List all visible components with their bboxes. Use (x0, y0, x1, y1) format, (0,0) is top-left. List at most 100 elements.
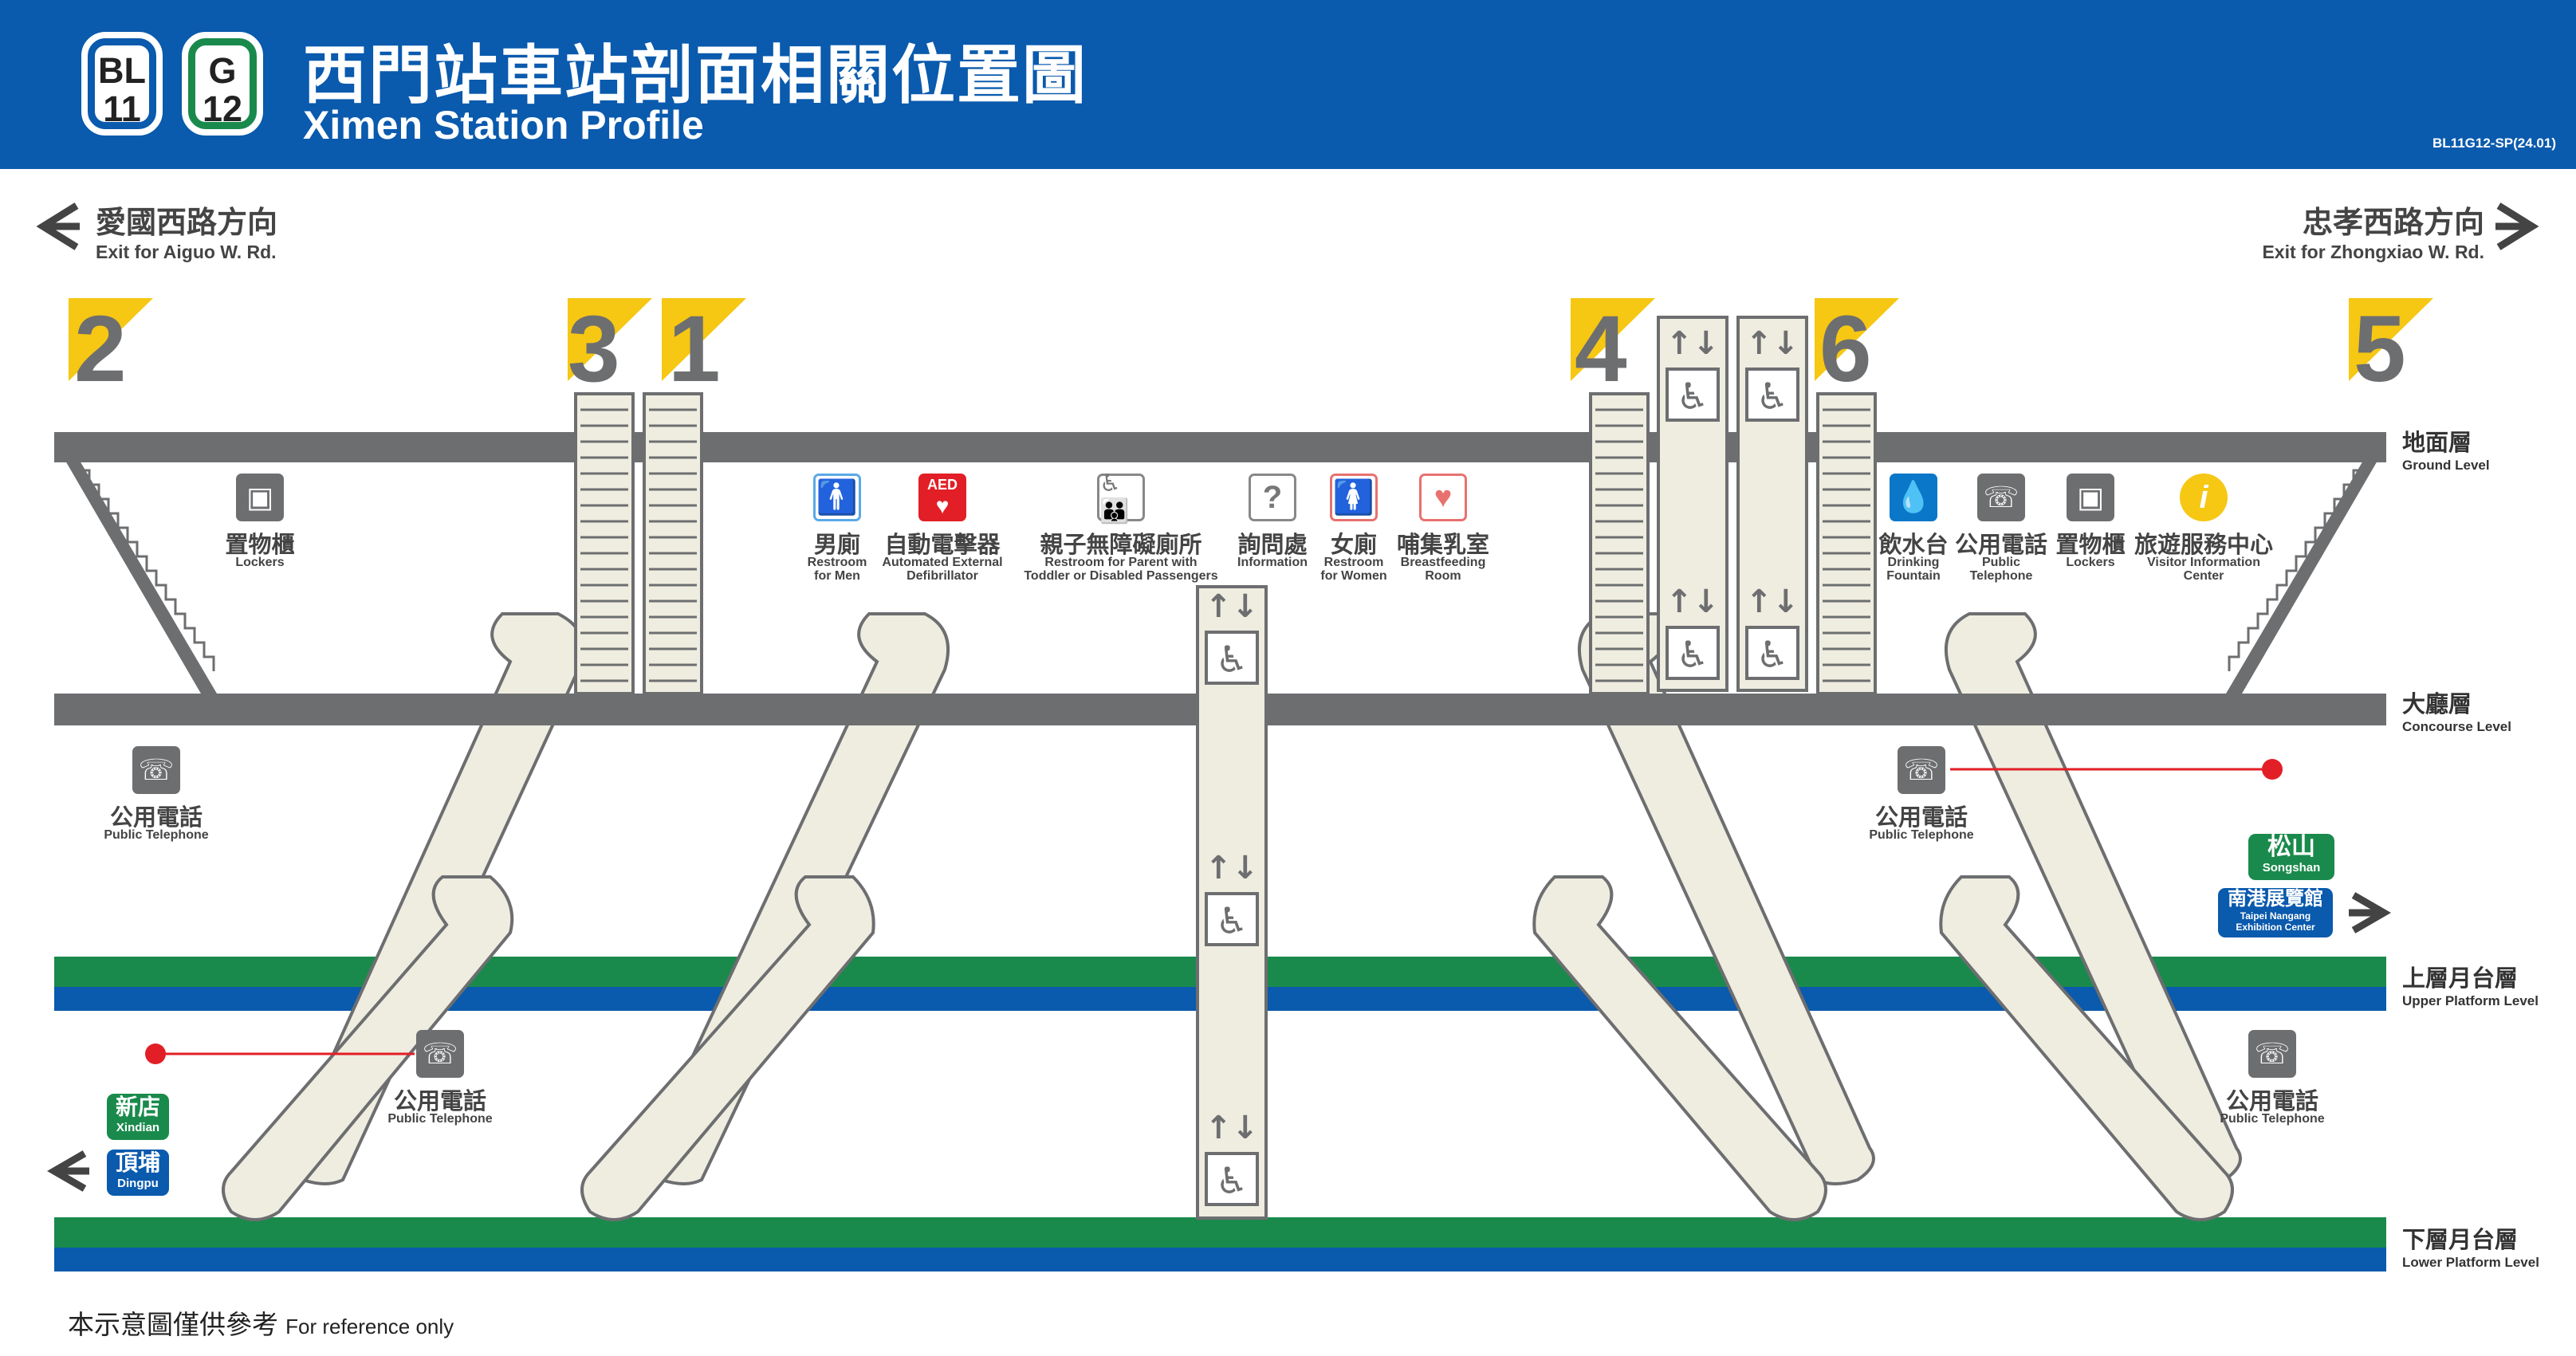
right-arrow-icon (2495, 202, 2539, 250)
escalator (222, 875, 514, 1221)
level-label-en: Lower Platform Level (2402, 1255, 2539, 1270)
svg-text:♿: ♿ (1215, 638, 1248, 681)
breastfeeding-room-label: 哺集乳室 (1396, 533, 1489, 558)
telephone-label: 公用電話 (1954, 533, 2047, 558)
page-subtitle: Ximen Station Profile (303, 103, 704, 147)
svg-text:↑↓: ↑↓ (1745, 325, 1799, 362)
visitor-information-icon: i (2180, 474, 2228, 521)
svg-text:↑↓: ↑↓ (1205, 588, 1258, 625)
level-label: 大廳層 (2402, 692, 2472, 717)
women-restroom-label: 女廁 (1330, 533, 1377, 558)
information-label: 詢問處 (1237, 533, 1308, 558)
escalators (222, 612, 2242, 1221)
exit-number: 2 (74, 297, 127, 402)
svg-text:♿: ♿ (1756, 633, 1788, 676)
level-lower-platform: 下層月台層 Lower Platform Level (2402, 1221, 2539, 1271)
svg-text:↑↓: ↑↓ (1205, 850, 1258, 886)
disclaimer: 本示意圖僅供參考 For reference only (68, 1303, 454, 1342)
left-arrow-icon (47, 1150, 89, 1192)
direction-right: 忠孝西路方向 Exit for Zhongxiao W. Rd. (2262, 198, 2484, 263)
direction-label-en: Exit for Zhongxiao W. Rd. (2262, 242, 2484, 262)
level-label-en: Ground Level (2402, 458, 2490, 473)
direction-label: 愛國西路方向 (96, 206, 278, 240)
escalator (580, 875, 875, 1221)
staircases (574, 392, 1877, 695)
men-restroom-label: 男廁 (813, 533, 860, 558)
ground-level-slab (54, 432, 2386, 462)
svg-text:↑↓: ↑↓ (1666, 325, 1719, 362)
direction-label: 忠孝西路方向 (2302, 206, 2484, 240)
visitor-center-label: 旅遊服務中心 (2134, 533, 2273, 558)
svg-text:↑↓: ↑↓ (1205, 1110, 1258, 1146)
svg-text:♿: ♿ (1215, 1159, 1248, 1202)
exit-number: 4 (1575, 297, 1627, 402)
exit-number: 6 (1819, 297, 1872, 402)
lockers-label-en: Lockers (235, 556, 285, 569)
telephone-label-en: Public Telephone (1869, 828, 1974, 842)
exit-number: 5 (2354, 297, 2406, 402)
escalator (1939, 875, 2234, 1221)
destination-songshan: 松山 Songshan (2248, 834, 2334, 880)
level-concourse: 大廳層 Concourse Level (2402, 686, 2511, 735)
badge-station-number: 11 (103, 88, 141, 129)
svg-text:↑↓: ↑↓ (1745, 584, 1799, 620)
destination-xindian: 新店 Xindian (107, 1094, 169, 1140)
svg-text:♿: ♿ (1215, 899, 1248, 942)
telephone-label: 公用電話 (1874, 805, 1968, 831)
badge-line-code: BL (98, 50, 146, 91)
direction-label-en: Exit for Aiguo W. Rd. (96, 242, 277, 262)
drinking-fountain-icon: 💧 (1890, 474, 1937, 521)
elevator-markers: ↑↓♿ ↑↓♿ ↑↓♿ ↑↓♿ ↑↓♿ ↑↓♿ ↑↓♿ (1205, 325, 1799, 1206)
svg-text:↑↓: ↑↓ (1666, 584, 1719, 620)
left-arrow-icon (36, 202, 80, 250)
aed-icon: AED♥ (918, 474, 966, 521)
lockers-label-en: Lockers (2066, 556, 2115, 569)
map-code: BL11G12-SP(24.01) (2432, 136, 2556, 151)
level-ground: 地面層 Ground Level (2402, 424, 2490, 474)
telephone-label-en: Public Telephone (2220, 1112, 2325, 1126)
svg-text:♿: ♿ (1756, 375, 1788, 418)
exit-flags (69, 298, 2433, 381)
exit-number: 1 (668, 297, 721, 402)
telephone-label-en: Public Telephone (387, 1112, 493, 1126)
breastfeeding-room-icon: ♥ (1419, 474, 1467, 521)
svg-text:♿: ♿ (1676, 633, 1709, 676)
information-label-en: Information (1237, 556, 1308, 569)
lower-platform-band (54, 1217, 2386, 1271)
family-restroom-icon: ♿👪 (1097, 470, 1145, 525)
line-badge-bl11: BL 11 (81, 32, 163, 136)
telephone-icon: ☏ (132, 746, 180, 794)
drinking-fountain-label: 飲水台 (1878, 533, 1949, 558)
header-bar: BL 11 G 12 西門站車站剖面相關位置圖 Ximen Station Pr… (0, 0, 2576, 169)
telephone-icon: ☏ (1977, 474, 2025, 521)
telephone-icon: ☏ (2248, 1030, 2296, 1078)
red-location-markers (145, 759, 2283, 1064)
telephone-icon: ☏ (416, 1030, 464, 1078)
direction-arrows (36, 202, 2539, 1192)
level-upper-platform: 上層月台層 Upper Platform Level (2402, 960, 2539, 1009)
badge-station-number: 12 (202, 88, 243, 129)
telephone-label: 公用電話 (393, 1089, 486, 1114)
level-label: 下層月台層 (2402, 1228, 2519, 1253)
right-arrow-icon (2349, 892, 2391, 933)
men-restroom-icon: 🚹 (813, 474, 861, 521)
destination-dingpu: 頂埔 Dingpu (107, 1150, 169, 1196)
badge-line-code: G (208, 50, 237, 91)
disclaimer-zh: 本示意圖僅供參考 (68, 1310, 278, 1339)
page-title: 西門站車站剖面相關位置圖 (303, 40, 1087, 111)
locker-icon: ▣ (2067, 474, 2114, 521)
telephone-icon: ☏ (1898, 746, 1945, 794)
lockers-label: 置物櫃 (2055, 533, 2126, 558)
aed-label: 自動電擊器 (884, 533, 1001, 558)
disclaimer-en: For reference only (285, 1315, 454, 1338)
line-badge-g12: G 12 (182, 32, 263, 136)
level-label-en: Concourse Level (2402, 719, 2511, 734)
